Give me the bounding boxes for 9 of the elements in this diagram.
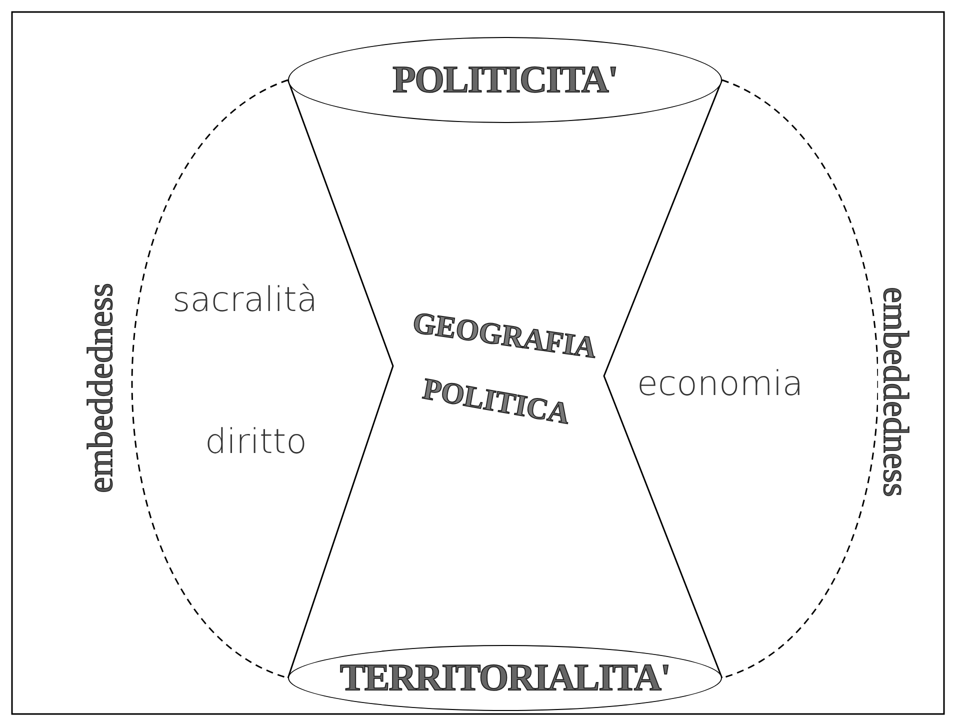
dashed-arc	[131, 79, 288, 679]
center-title: POLITICA	[420, 372, 572, 432]
ellipse-node: POLITICITA'	[288, 37, 722, 123]
center-title: GEOGRAFIA	[410, 306, 598, 366]
region-label: diritto	[205, 422, 307, 462]
ellipse-node: TERRITORIALITA'	[288, 645, 722, 711]
region-label: sacralità	[172, 280, 318, 320]
dashed-arc	[722, 79, 879, 679]
region-label: economia	[637, 364, 804, 404]
